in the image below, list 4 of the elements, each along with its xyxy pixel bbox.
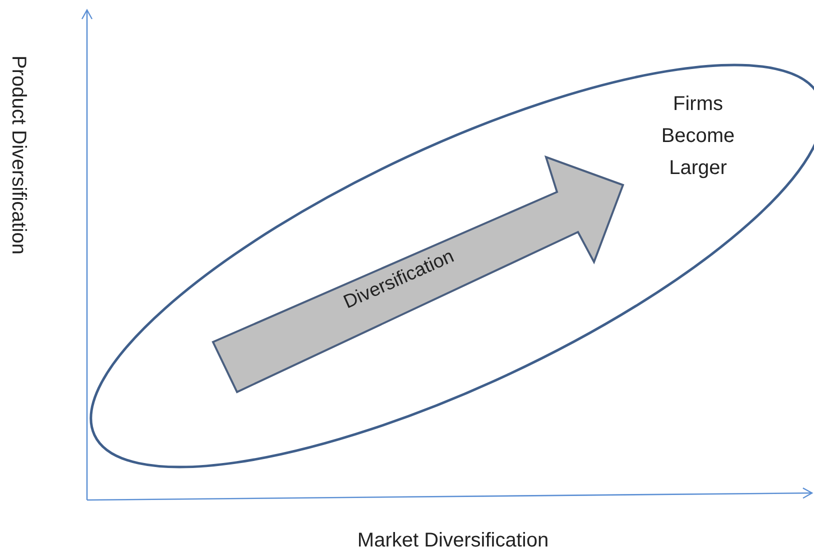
axis-title: Product Diversification <box>6 56 30 254</box>
axis-title: Market Diversification <box>357 530 549 552</box>
region-label: Firms Become Larger <box>660 92 736 181</box>
block-arrow <box>210 155 626 395</box>
